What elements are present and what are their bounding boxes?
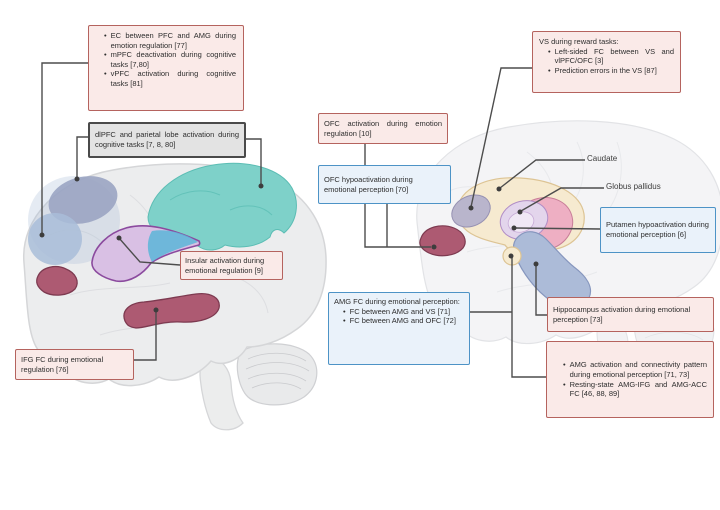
insular-box: Insular activation during emotional regu… [180,251,283,280]
ofc-hypoactivation-text: OFC hypoactivation during emotional perc… [324,174,413,194]
hippocampus-box: Hippocampus activation during emotional … [547,297,714,332]
leader-putamen [514,227,601,230]
putamen-box: Putamen hypoactivation during emotional … [600,207,716,253]
vs-bullet-1: Left-sided FC between VS and vlPFC/OFC [… [539,47,674,66]
vs-bullet-2: Prediction errors in the VS [87] [539,66,674,76]
leader-pfc [41,62,88,234]
pfc-bullet-2: mPFC deactivation during cognitive tasks… [95,50,236,69]
pfc-bullet-3: vPFC activation during cognitive tasks [… [95,69,236,88]
amg-fc-title: AMG FC during emotional perception: [334,297,460,306]
dlpfc-parietal-text: dlPFC and parietal lobe activation durin… [95,130,239,149]
hippocampus-text: Hippocampus activation during emotional … [553,304,691,324]
vs-title: VS during reward tasks: [539,37,619,46]
orbitofrontal-maroon-region [36,265,78,296]
globus-pallidus-label: Globus pallidus [606,182,661,191]
ofc-hypoactivation-box: OFC hypoactivation during emotional perc… [318,165,451,204]
ifg-text: IFG FC during emotional regulation [76] [21,354,104,374]
leader-dlpfc-left [76,136,88,177]
leader-ifg [134,311,157,361]
amg-bullet-2: Resting-state AMG-IFG and AMG-ACC FC [46… [563,380,707,399]
ifg-temporal-maroon-region [123,292,220,329]
leader-vs [470,67,532,208]
leader-caudate [499,159,585,189]
dlpfc-parietal-box: dlPFC and parietal lobe activation durin… [88,122,246,158]
leader-amg [511,257,546,378]
pfc-bullet-1: EC between PFC and AMG during emotion re… [95,31,236,50]
ofc-maroon-region [419,225,466,257]
ventral-striatum-region [451,194,491,228]
insular-text: Insular activation during emotional regu… [185,255,265,275]
left-cerebellum [236,343,318,406]
leader-hippocampus [535,266,548,316]
amg-findings-box: AMG activation and connectivity pattern … [546,341,714,418]
leader-insular [118,237,181,266]
ifg-box: IFG FC during emotional regulation [76] [15,349,134,380]
amg-fc-box: AMG FC during emotional perception: FC b… [328,292,470,365]
leader-dots [39,176,539,313]
left-brainstem [199,354,244,431]
amg-bullet-1: AMG activation and connectivity pattern … [563,360,707,379]
putamen-text: Putamen hypoactivation during emotional … [606,220,709,239]
leader-globus-pallidus [520,187,604,212]
ofc-activation-box: OFC activation during emotion regulation… [318,113,448,144]
vs-reward-box: VS during reward tasks: Left-sided FC be… [532,31,681,93]
cerebellum-stripes [245,352,310,390]
parietal-gyri [169,190,273,216]
dlpfc-mpfc-region [48,176,118,224]
ofc-activation-text: OFC activation during emotion regulation… [324,118,442,138]
amg-fc-bullet-1: FC between AMG and VS [71] [334,307,464,317]
amg-fc-bullet-2: FC between AMG and OFC [72] [334,316,464,326]
caudate-label: Caudate [587,154,618,163]
leader-dlpfc-right [246,138,262,184]
pfc-findings-box: EC between PFC and AMG during emotion re… [88,25,244,111]
insula-blue-part [147,230,198,262]
